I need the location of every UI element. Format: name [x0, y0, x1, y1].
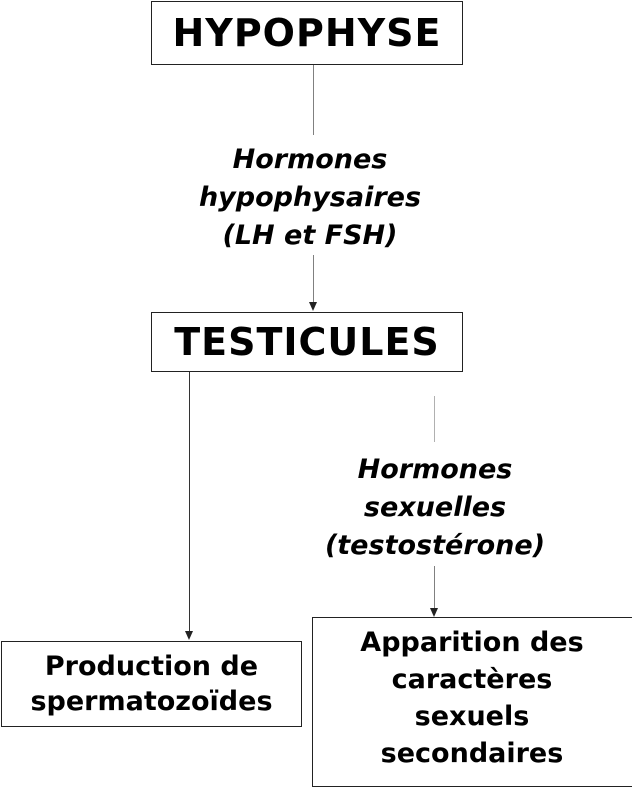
label-line: (testostérone)	[324, 530, 546, 561]
arrowhead-to-production	[185, 631, 193, 640]
hypophyseal-hormones-label: Hormones hypophysaires (LH et FSH)	[160, 141, 460, 255]
production-line: spermatozoïdes	[30, 686, 273, 717]
connector-testicules-hormones-top	[434, 396, 435, 442]
apparition-line: sexuels	[414, 701, 530, 732]
apparition-line: secondaires	[380, 738, 564, 769]
apparition-line: Apparition des	[360, 627, 584, 658]
connector-testicules-production	[189, 372, 190, 631]
connector-hormones-apparition	[434, 566, 435, 608]
testicules-title: TESTICULES	[174, 320, 440, 364]
connector-hypophyse-top	[313, 65, 314, 135]
hypophyse-title: HYPOPHYSE	[172, 11, 442, 55]
arrowhead-to-apparition	[430, 608, 438, 617]
production-box: Production de spermatozoïdes	[1, 641, 302, 727]
label-line: sexuelles	[363, 492, 507, 523]
sex-hormones-label: Hormones sexuelles (testostérone)	[280, 451, 590, 565]
hypophyse-box: HYPOPHYSE	[151, 1, 463, 65]
apparition-box: Apparition des caractères sexuels second…	[312, 617, 632, 787]
arrowhead-to-testicules	[309, 302, 317, 311]
label-line: (LH et FSH)	[222, 220, 398, 251]
production-line: Production de	[44, 651, 259, 682]
apparition-line: caractères	[391, 664, 553, 695]
label-line: Hormones	[232, 144, 388, 175]
label-line: hypophysaires	[198, 182, 422, 213]
connector-hypophyse-bottom	[313, 255, 314, 303]
label-line: Hormones	[357, 454, 513, 485]
testicules-box: TESTICULES	[151, 312, 463, 372]
